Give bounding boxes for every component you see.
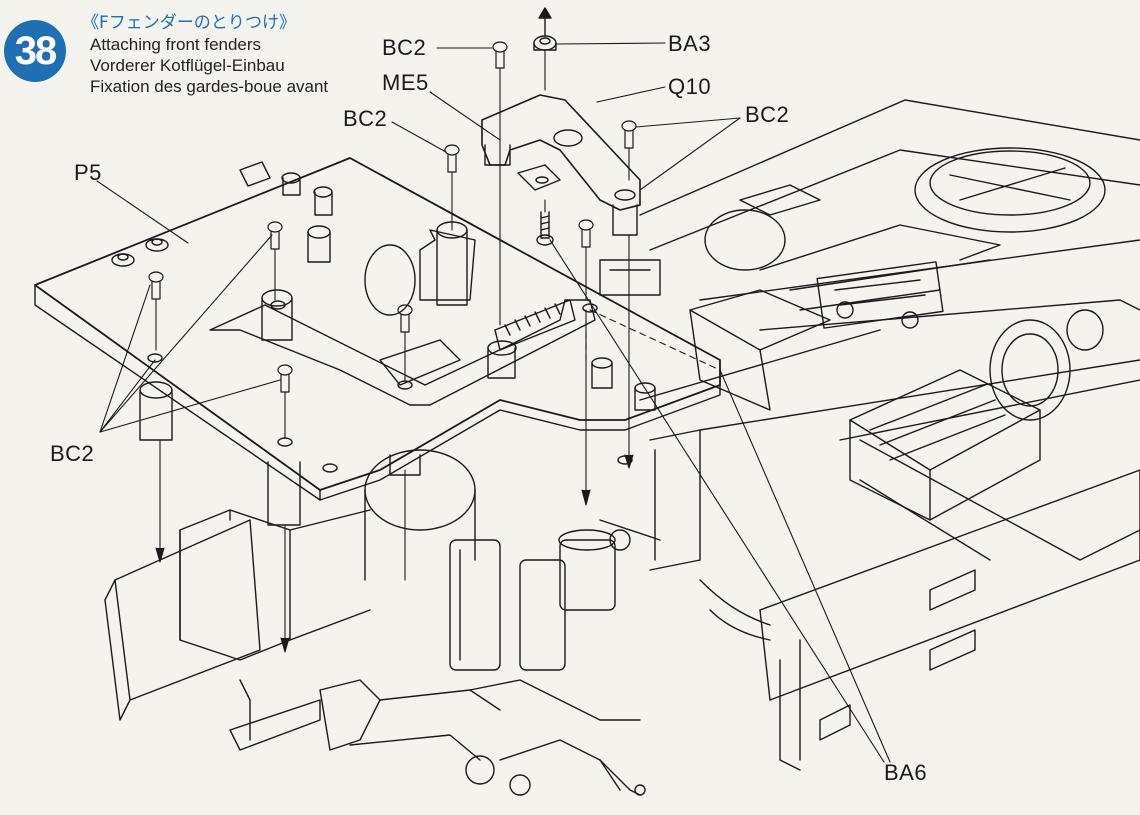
label-me5: ME5: [382, 70, 429, 95]
step-title-german: Vorderer Kotflügel-Einbau: [90, 56, 285, 75]
bc2-screw: [492, 41, 508, 69]
fender-plate-p5: [34, 157, 721, 526]
label-bc2-left: BC2: [343, 106, 388, 131]
label-bc2-bottom: BC2: [50, 441, 95, 466]
label-p5: P5: [74, 160, 102, 185]
step-title-french: Fixation des gardes-boue avant: [90, 77, 329, 96]
label-q10: Q10: [668, 74, 712, 99]
assembly-guides: [155, 49, 721, 653]
me5-link: [517, 164, 561, 191]
front-frame: [104, 244, 701, 796]
step-title-japanese: 《Fフェンダーのとりつけ》: [82, 13, 296, 33]
label-bc2-right: BC2: [745, 102, 790, 127]
bc2-screw: [267, 221, 283, 250]
bc2-screw: [578, 219, 594, 248]
q10-bracket: [481, 94, 641, 236]
bc2-screw: [444, 144, 460, 173]
step-header: 38 《Fフェンダーのとりつけ》 Attaching front fenders…: [0, 0, 420, 100]
label-ba6: BA6: [884, 760, 928, 785]
chassis-body: [639, 99, 1140, 771]
step-title-english: Attaching front fenders: [90, 35, 262, 54]
step-number-badge: 38: [4, 20, 66, 82]
bc2-screw: [621, 120, 637, 149]
bc2-screw: [277, 364, 293, 393]
label-ba3: BA3: [668, 31, 712, 56]
ba6-screw: [536, 211, 554, 246]
bc2-screw: [148, 271, 164, 300]
ba3-nut: [533, 7, 557, 51]
label-leaders: [96, 42, 891, 763]
label-bc2-top: BC2: [382, 35, 427, 60]
